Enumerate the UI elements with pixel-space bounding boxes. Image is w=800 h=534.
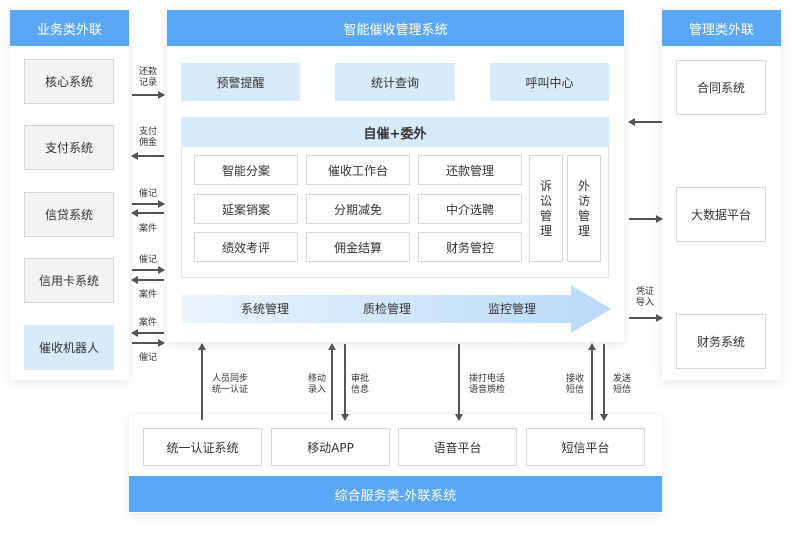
module-smart-allocation[interactable]: 智能分案 bbox=[194, 155, 298, 185]
link-label-mobile-bottom: 录入 bbox=[307, 385, 326, 395]
link-label-repayment-bottom: 记录 bbox=[138, 78, 157, 88]
arrow-card-to-center bbox=[132, 266, 165, 273]
arrow-center-to-payment bbox=[131, 152, 164, 159]
arrow-contract-to-center bbox=[628, 118, 662, 125]
link-label-mobile-top: 移动 bbox=[307, 374, 326, 384]
arrow-center-to-mobile bbox=[341, 344, 348, 421]
litigation-char: 理 bbox=[539, 223, 552, 238]
module-alert[interactable]: 预警提醒 bbox=[181, 63, 300, 101]
link-label-robot-top: 案件 bbox=[138, 318, 157, 328]
integrated-services-title: 综合服务类-外联系统 bbox=[129, 476, 662, 512]
banner-item-monitor-management[interactable]: 监控管理 bbox=[487, 302, 536, 316]
module-field-visit-management[interactable]: 外 访 管 理 bbox=[567, 155, 601, 262]
module-agency-selection[interactable]: 中介选聘 bbox=[418, 194, 522, 224]
link-label-card-bottom: 案件 bbox=[138, 290, 157, 300]
business-links-title: 业务类外联 bbox=[10, 10, 129, 46]
module-financial-control[interactable]: 财务管控 bbox=[418, 232, 522, 262]
field-visit-char: 理 bbox=[577, 223, 590, 238]
litigation-char: 管 bbox=[539, 208, 552, 223]
arrow-center-to-voice bbox=[455, 344, 462, 421]
arrow-credit-to-center bbox=[132, 200, 165, 207]
collection-robot[interactable]: 催收机器人 bbox=[24, 325, 114, 370]
management-banner-arrow bbox=[181, 285, 611, 333]
module-repayment-management[interactable]: 还款管理 bbox=[418, 155, 522, 185]
arrow-sms-to-center bbox=[588, 343, 595, 420]
link-label-repayment-top: 还款 bbox=[138, 67, 157, 77]
link-label-credit-top: 催记 bbox=[138, 189, 157, 199]
litigation-char: 讼 bbox=[539, 193, 552, 208]
arrow-center-to-robot bbox=[131, 329, 164, 336]
litigation-char: 诉 bbox=[539, 178, 552, 193]
link-label-receive-top: 接收 bbox=[565, 374, 584, 384]
arrow-center-to-sms bbox=[600, 344, 607, 421]
link-label-credit-bottom: 案件 bbox=[138, 224, 157, 234]
link-label-payment-bottom: 佣金 bbox=[138, 138, 157, 148]
link-label-voice-bottom: 语音质检 bbox=[469, 385, 506, 395]
collection-system-title: 智能催收管理系统 bbox=[167, 10, 624, 46]
mobile-app[interactable]: 移动APP bbox=[271, 428, 390, 466]
arrow-center-to-card bbox=[131, 276, 164, 283]
module-performance-review[interactable]: 绩效考评 bbox=[194, 232, 298, 262]
core-subpanel-title: 自催+委外 bbox=[181, 117, 609, 147]
banner-item-quality-management[interactable]: 质检管理 bbox=[362, 302, 411, 316]
link-label-card-top: 催记 bbox=[138, 255, 157, 265]
module-installment-reduction[interactable]: 分期减免 bbox=[306, 194, 410, 224]
link-label-send-bottom: 短信 bbox=[613, 385, 632, 395]
module-statistics[interactable]: 统计查询 bbox=[335, 63, 455, 101]
unified-auth-system[interactable]: 统一认证系统 bbox=[143, 428, 262, 466]
arrow-center-to-finance bbox=[629, 314, 663, 321]
arrow-center-to-bigdata bbox=[629, 215, 663, 222]
module-collection-workbench[interactable]: 催收工作台 bbox=[306, 155, 410, 185]
link-label-auth-top: 人员同步 bbox=[212, 374, 249, 384]
link-label-approval-top: 审批 bbox=[351, 374, 370, 384]
module-litigation-management[interactable]: 诉 讼 管 理 bbox=[529, 155, 563, 262]
arrow-robot-to-center bbox=[132, 339, 165, 346]
module-commission-settlement[interactable]: 佣金结算 bbox=[306, 232, 410, 262]
link-label-payment-top: 支付 bbox=[138, 127, 157, 137]
credit-system[interactable]: 信贷系统 bbox=[24, 192, 114, 237]
field-visit-char: 外 bbox=[577, 178, 590, 193]
sms-platform[interactable]: 短信平台 bbox=[526, 428, 645, 466]
payment-system[interactable]: 支付系统 bbox=[24, 125, 114, 170]
core-system[interactable]: 核心系统 bbox=[24, 59, 114, 104]
link-label-approval-bottom: 信息 bbox=[351, 385, 370, 395]
field-visit-char: 管 bbox=[577, 208, 590, 223]
arrow-auth-to-center bbox=[198, 343, 205, 420]
management-links-title: 管理类外联 bbox=[662, 10, 781, 46]
arrow-mobile-to-center bbox=[328, 343, 335, 420]
link-label-voucher-top: 凭证 bbox=[635, 287, 654, 297]
link-label-send-top: 发送 bbox=[613, 374, 632, 384]
link-label-voice-top: 拨打电话 bbox=[469, 374, 506, 384]
banner-item-system-management[interactable]: 系统管理 bbox=[240, 302, 289, 316]
contract-system[interactable]: 合同系统 bbox=[676, 60, 766, 115]
field-visit-char: 访 bbox=[577, 193, 590, 208]
module-case-extension[interactable]: 延案销案 bbox=[194, 194, 298, 224]
arrow-core-to-center bbox=[132, 91, 165, 98]
link-label-voucher-bottom: 导入 bbox=[635, 298, 654, 308]
link-label-auth-bottom: 统一认证 bbox=[212, 385, 249, 395]
voice-platform[interactable]: 语音平台 bbox=[398, 428, 517, 466]
link-label-robot-bottom: 催记 bbox=[138, 353, 157, 363]
finance-system[interactable]: 财务系统 bbox=[676, 314, 766, 369]
link-label-receive-bottom: 短信 bbox=[565, 385, 584, 395]
module-call-center[interactable]: 呼叫中心 bbox=[490, 63, 609, 101]
arrow-center-to-credit bbox=[131, 209, 164, 216]
big-data-platform[interactable]: 大数据平台 bbox=[676, 187, 766, 242]
credit-card-system[interactable]: 信用卡系统 bbox=[24, 258, 114, 303]
